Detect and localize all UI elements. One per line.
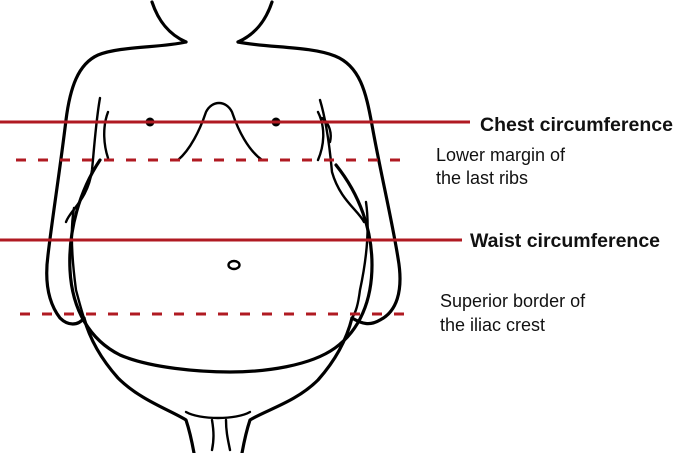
chest-fold-right bbox=[316, 110, 332, 162]
measurement-lines bbox=[0, 120, 470, 316]
groin-outline bbox=[184, 410, 252, 452]
hip-outline-right bbox=[240, 316, 354, 453]
right-shoulder-arm-outline bbox=[236, 40, 402, 326]
hip-outline-left bbox=[82, 316, 196, 453]
label-waist-circumference: Waist circumference bbox=[470, 230, 660, 252]
label-iliac-line1: Superior border of bbox=[440, 291, 586, 311]
chest-fold-left bbox=[103, 110, 110, 160]
label-chest-circumference: Chest circumference bbox=[480, 114, 673, 136]
labels: Chest circumference Lower margin of the … bbox=[436, 114, 673, 335]
belly-outline bbox=[68, 158, 374, 374]
label-lower-ribs-line1: Lower margin of bbox=[436, 145, 566, 165]
left-shoulder-arm-outline bbox=[45, 40, 188, 326]
label-lower-ribs-line2: the last ribs bbox=[436, 168, 528, 188]
navel bbox=[227, 259, 241, 271]
torso-outline bbox=[45, 0, 402, 453]
label-iliac-line2: the iliac crest bbox=[440, 315, 545, 335]
sternum-notch bbox=[176, 101, 264, 162]
chin-outline bbox=[150, 0, 274, 44]
